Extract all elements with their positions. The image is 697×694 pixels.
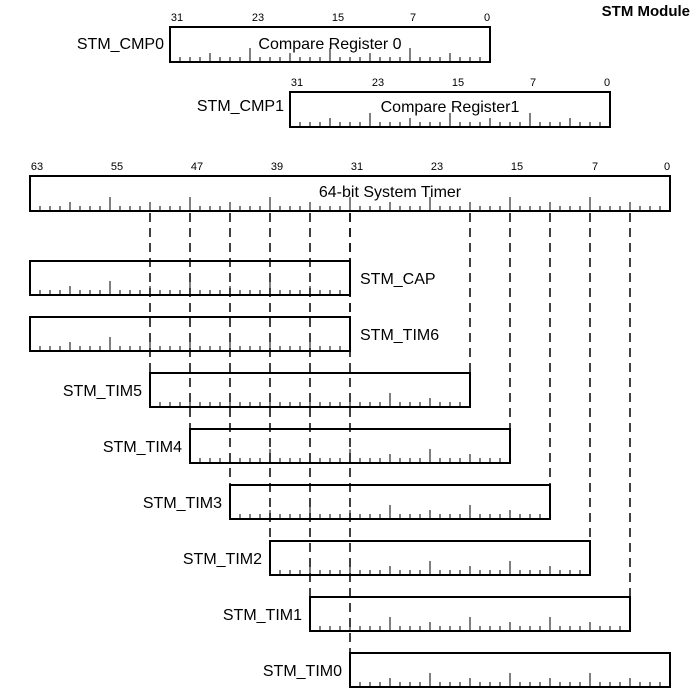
stm-cmp0-register: STM_CMP0 31 23 15 7 0 Compare Register 0 (77, 12, 491, 63)
bit-label: 63 (31, 161, 43, 173)
timer-register-stm-tim1: STM_TIM1 (223, 596, 631, 632)
bit-label: 31 (291, 77, 303, 89)
bit-label: 31 (171, 12, 183, 24)
bit-label: 23 (252, 12, 264, 24)
stm-cmp1-register: STM_CMP1 31 23 15 7 0 Compare Register1 (197, 77, 611, 128)
stm-cmp1-bit-labels: 31 23 15 7 0 (291, 77, 610, 89)
bit-label: 15 (511, 161, 523, 173)
timer-registers: STM_CAP STM_TIM6STM_TIM5STM_TIM4STM_TIM3S… (29, 260, 671, 688)
bit-label: 39 (271, 161, 283, 173)
bit-label: 23 (431, 161, 443, 173)
stm-cmp1-ticks (299, 113, 601, 127)
bit-label: 15 (452, 77, 464, 89)
timer-register-stm-tim4: STM_TIM4 (103, 428, 511, 464)
bit-label: 31 (351, 161, 363, 173)
register-name: STM_TIM6 (360, 327, 439, 344)
module-title: STM Module (602, 3, 690, 20)
timer-register-stm-tim3: STM_TIM3 (143, 484, 551, 520)
stm-cmp1-caption: Compare Register1 (381, 99, 520, 116)
register-name: STM_TIM1 (223, 607, 302, 624)
stm-cmp0-ticks (179, 48, 481, 62)
stm-cmp1-name: STM_CMP1 (197, 98, 284, 115)
timer-register-stm-tim6: STM_TIM6 (29, 316, 439, 352)
register-name: STM_TIM0 (263, 663, 342, 680)
bit-label: 47 (191, 161, 203, 173)
bit-label: 7 (410, 12, 416, 24)
register-name: STM_TIM3 (143, 495, 222, 512)
bit-label: 7 (530, 77, 536, 89)
bit-label: 23 (372, 77, 384, 89)
bit-label: 55 (111, 161, 123, 173)
timer-register-stm-tim5: STM_TIM5 (63, 372, 471, 408)
system-timer-caption: 64-bit System Timer (319, 184, 462, 201)
bit-label: 0 (604, 77, 610, 89)
system-timer-ticks (39, 197, 661, 211)
timer-register-stm-tim0: STM_TIM0 (263, 652, 671, 688)
bit-label: 0 (484, 12, 490, 24)
register-name: STM_CAP (360, 271, 436, 288)
timer-register-stm-tim2: STM_TIM2 (183, 540, 591, 576)
bit-label: 0 (664, 161, 670, 173)
bit-label: 15 (332, 12, 344, 24)
stm-cmp0-name: STM_CMP0 (77, 36, 164, 53)
register-name: STM_TIM4 (103, 439, 182, 456)
stm-cmp0-bit-labels: 31 23 15 7 0 (171, 12, 490, 24)
system-timer-bit-labels: 63 55 47 39 31 23 15 7 0 (31, 161, 670, 173)
register-name: STM_TIM2 (183, 551, 262, 568)
bit-label: 7 (592, 161, 598, 173)
register-name: STM_TIM5 (63, 383, 142, 400)
system-timer-register: 63 55 47 39 31 23 15 7 0 64-bit System T… (29, 161, 671, 212)
timer-register-stm-cap: STM_CAP (29, 260, 436, 296)
stm-cmp0-caption: Compare Register 0 (258, 36, 401, 53)
